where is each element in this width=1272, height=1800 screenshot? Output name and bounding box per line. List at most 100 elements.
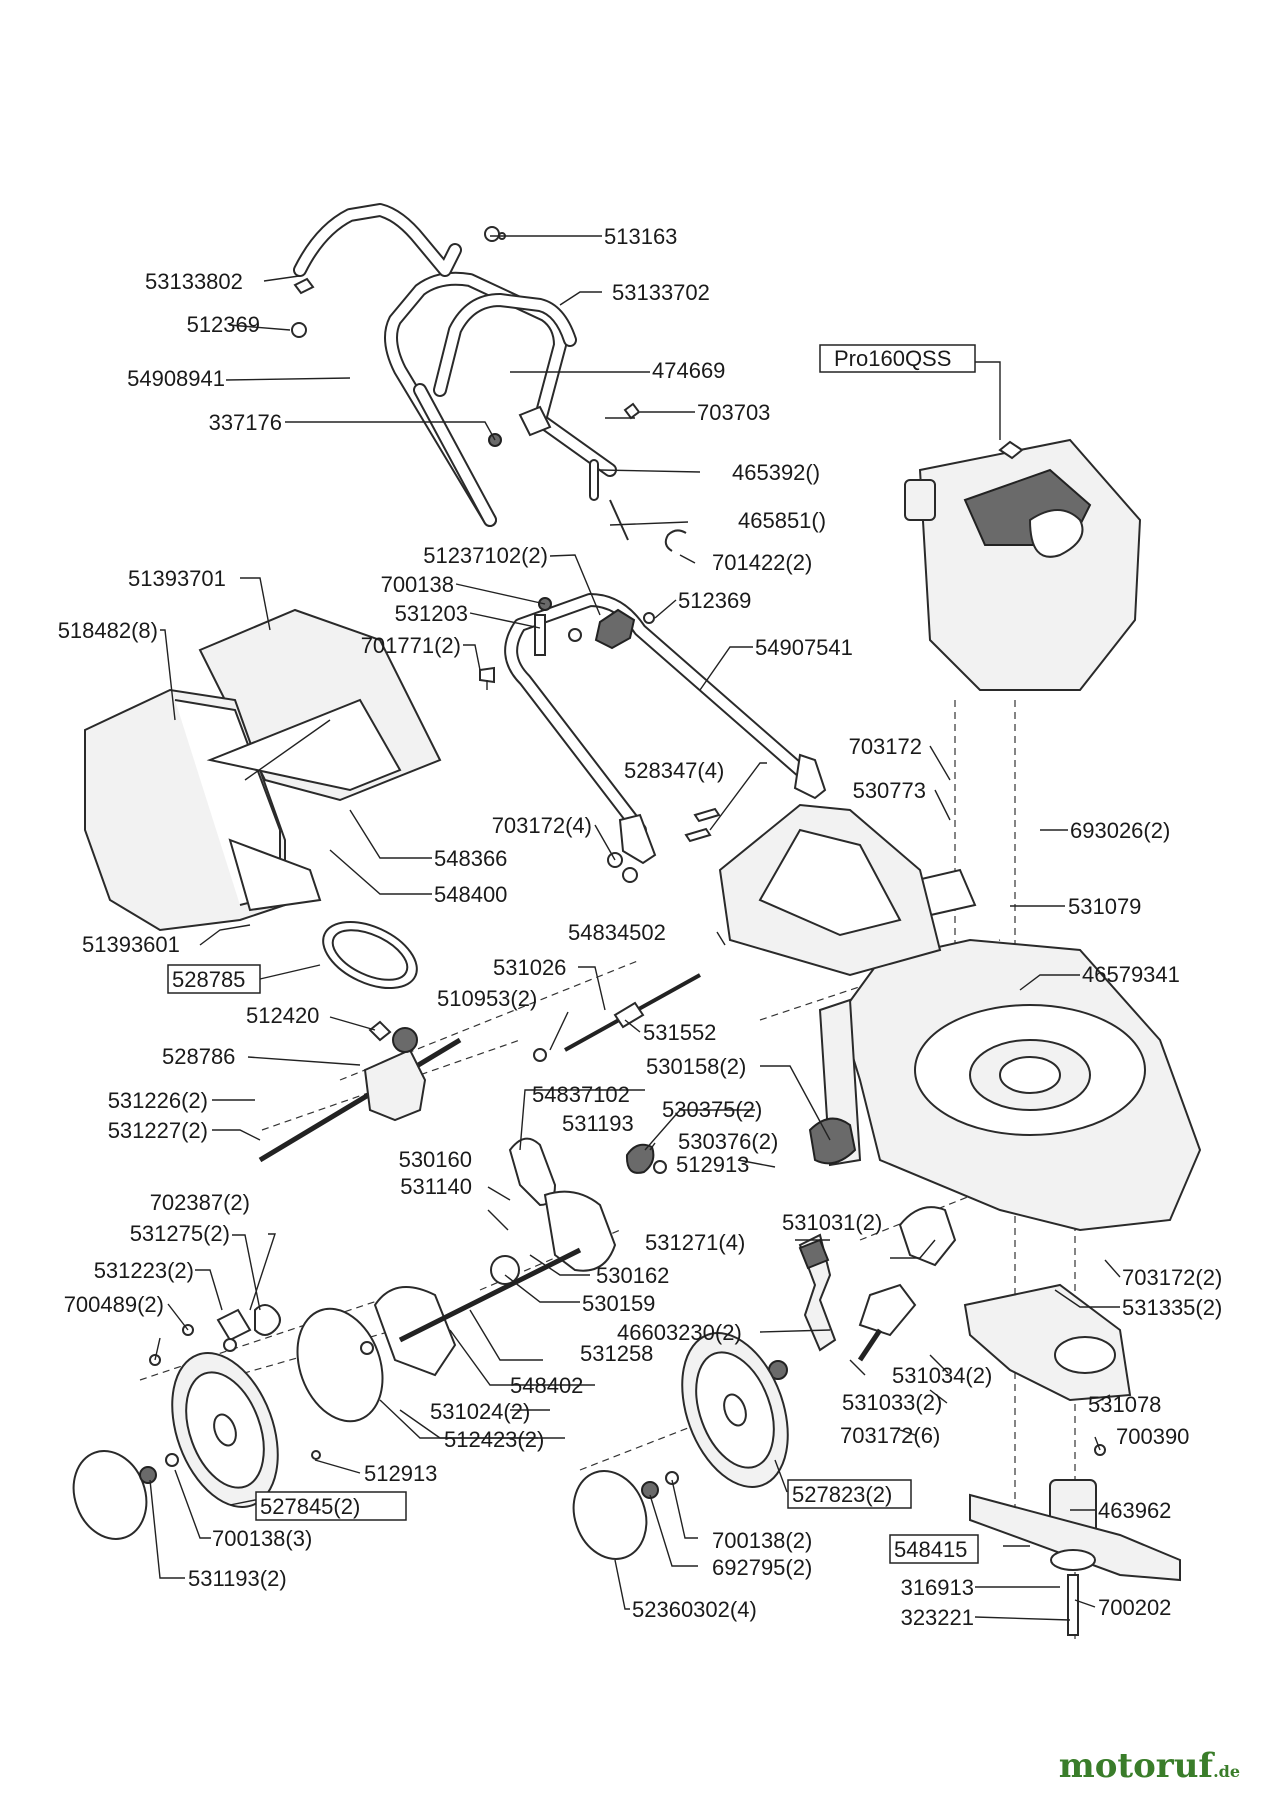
label-531335: 531335(2) (1122, 1295, 1222, 1320)
label-548415: 548415 (894, 1537, 967, 1562)
label-548400: 548400 (434, 882, 507, 907)
label-703703: 703703 (697, 400, 770, 425)
watermark-brand: motoruf (1058, 1746, 1214, 1786)
label-531258: 531258 (580, 1341, 653, 1366)
watermark-logo: motoruf.de (1059, 1746, 1240, 1786)
label-316913: 316913 (901, 1575, 974, 1600)
label-528786: 528786 (162, 1044, 235, 1069)
label-530159: 530159 (582, 1291, 655, 1316)
deflector-531078 (963, 1283, 1132, 1402)
label-703172-2: 703172(2) (1122, 1265, 1222, 1290)
label-51237102: 51237102(2) (423, 543, 548, 568)
label-51393601: 51393601 (82, 932, 180, 957)
label-512369-mid: 512369 (678, 588, 751, 613)
label-518482: 518482(8) (58, 618, 158, 643)
label-693026: 693026(2) (1070, 818, 1170, 843)
label-51393701: 51393701 (128, 566, 226, 591)
label-527823: 527823(2) (792, 1482, 892, 1507)
label-531193-mid: 531193 (562, 1111, 634, 1136)
label-54907541: 54907541 (755, 635, 853, 660)
mower-deck (808, 868, 1202, 1232)
label-531079: 531079 (1068, 894, 1141, 919)
label-700138-3: 700138(3) (212, 1526, 312, 1551)
label-530773: 530773 (853, 778, 926, 803)
label-465392: 465392() (732, 460, 820, 485)
label-531203: 531203 (395, 601, 468, 626)
label-53133702: 53133702 (612, 280, 710, 305)
label-530158: 530158(2) (646, 1054, 746, 1079)
label-531140: 531140 (400, 1174, 472, 1199)
gearbox-axle (258, 1020, 462, 1163)
label-701422: 701422(2) (712, 550, 812, 575)
label-474669: 474669 (652, 358, 725, 383)
label-702387: 702387(2) (150, 1190, 250, 1215)
label-528785: 528785 (172, 967, 245, 992)
label-531033: 531033(2) (842, 1390, 942, 1415)
label-465851: 465851() (738, 508, 826, 533)
label-530162: 530162 (596, 1263, 669, 1288)
upper-handle-54908941 (384, 271, 617, 527)
label-700138-top: 700138 (381, 572, 454, 597)
label-53133802: 53133802 (145, 269, 243, 294)
label-531193-low: 531193(2) (188, 1566, 287, 1591)
label-531223: 531223(2) (94, 1258, 194, 1283)
drive-belt (322, 920, 418, 990)
label-530160: 530160 (399, 1147, 472, 1172)
right-front-wheel (572, 1332, 789, 1560)
label-703172-6: 703172(6) (840, 1423, 940, 1448)
label-700202: 700202 (1098, 1595, 1171, 1620)
leader-lines (149, 235, 1121, 1621)
blade-assembly (969, 1444, 1181, 1636)
label-513163: 513163 (604, 224, 677, 249)
grass-catcher (84, 608, 442, 932)
engine (904, 438, 1142, 691)
label-531271: 531271(4) (645, 1230, 745, 1255)
label-531226: 531226(2) (108, 1088, 208, 1113)
part-number-labels: 513163 53133802 53133702 512369 54908941… (58, 224, 1223, 1630)
handle-knob-fasteners (479, 597, 721, 883)
label-463962: 463962 (1098, 1498, 1171, 1523)
label-531275: 531275(2) (130, 1221, 230, 1246)
label-531227: 531227(2) (108, 1118, 208, 1143)
label-531034: 531034(2) (892, 1363, 992, 1388)
label-46603230: 46603230(2) (617, 1320, 742, 1345)
label-510953: 510953(2) (437, 986, 537, 1011)
label-531552: 531552 (643, 1020, 716, 1045)
label-512369-top: 512369 (187, 312, 260, 337)
rear-wheel-disc-531024 (296, 1307, 384, 1423)
rear-flap (718, 803, 942, 977)
label-703172-4: 703172(4) (492, 813, 592, 838)
watermark-tld: .de (1213, 1762, 1240, 1781)
boxed-labels: Pro160QSS 528785 527823(2) 527845(2) 548… (167, 344, 979, 1564)
label-548402: 548402 (510, 1373, 583, 1398)
label-323221: 323221 (901, 1605, 974, 1630)
drive-cable (533, 973, 701, 1062)
label-531031: 531031(2) (782, 1210, 882, 1235)
label-337176: 337176 (209, 410, 282, 435)
label-531078: 531078 (1088, 1392, 1161, 1417)
label-54834502: 54834502 (568, 920, 666, 945)
label-530375: 530375(2) (662, 1097, 762, 1122)
label-512420: 512420 (246, 1003, 319, 1028)
label-46579341: 46579341 (1082, 962, 1180, 987)
label-512913-mid: 512913 (676, 1152, 749, 1177)
label-54837102: 54837102 (532, 1082, 630, 1107)
left-rear-wheel (72, 1352, 279, 1540)
handle-fasteners-top (291, 322, 687, 552)
label-700138-2: 700138(2) (712, 1528, 812, 1553)
label-54908941: 54908941 (127, 366, 225, 391)
cable-lever (293, 203, 577, 397)
engine-model-label: Pro160QSS (834, 346, 951, 371)
label-531026: 531026 (493, 955, 566, 980)
label-52360302: 52360302(4) (632, 1597, 757, 1622)
rear-axle-assembly (373, 1117, 857, 1377)
label-527845: 527845(2) (260, 1494, 360, 1519)
label-700489: 700489(2) (64, 1292, 164, 1317)
label-512423: 512423(2) (444, 1427, 544, 1452)
height-adjust-parts (768, 1206, 957, 1380)
label-531024: 531024(2) (430, 1399, 530, 1424)
label-692795: 692795(2) (712, 1555, 812, 1580)
label-528347: 528347(4) (624, 758, 724, 783)
label-703172-top: 703172 (849, 734, 922, 759)
